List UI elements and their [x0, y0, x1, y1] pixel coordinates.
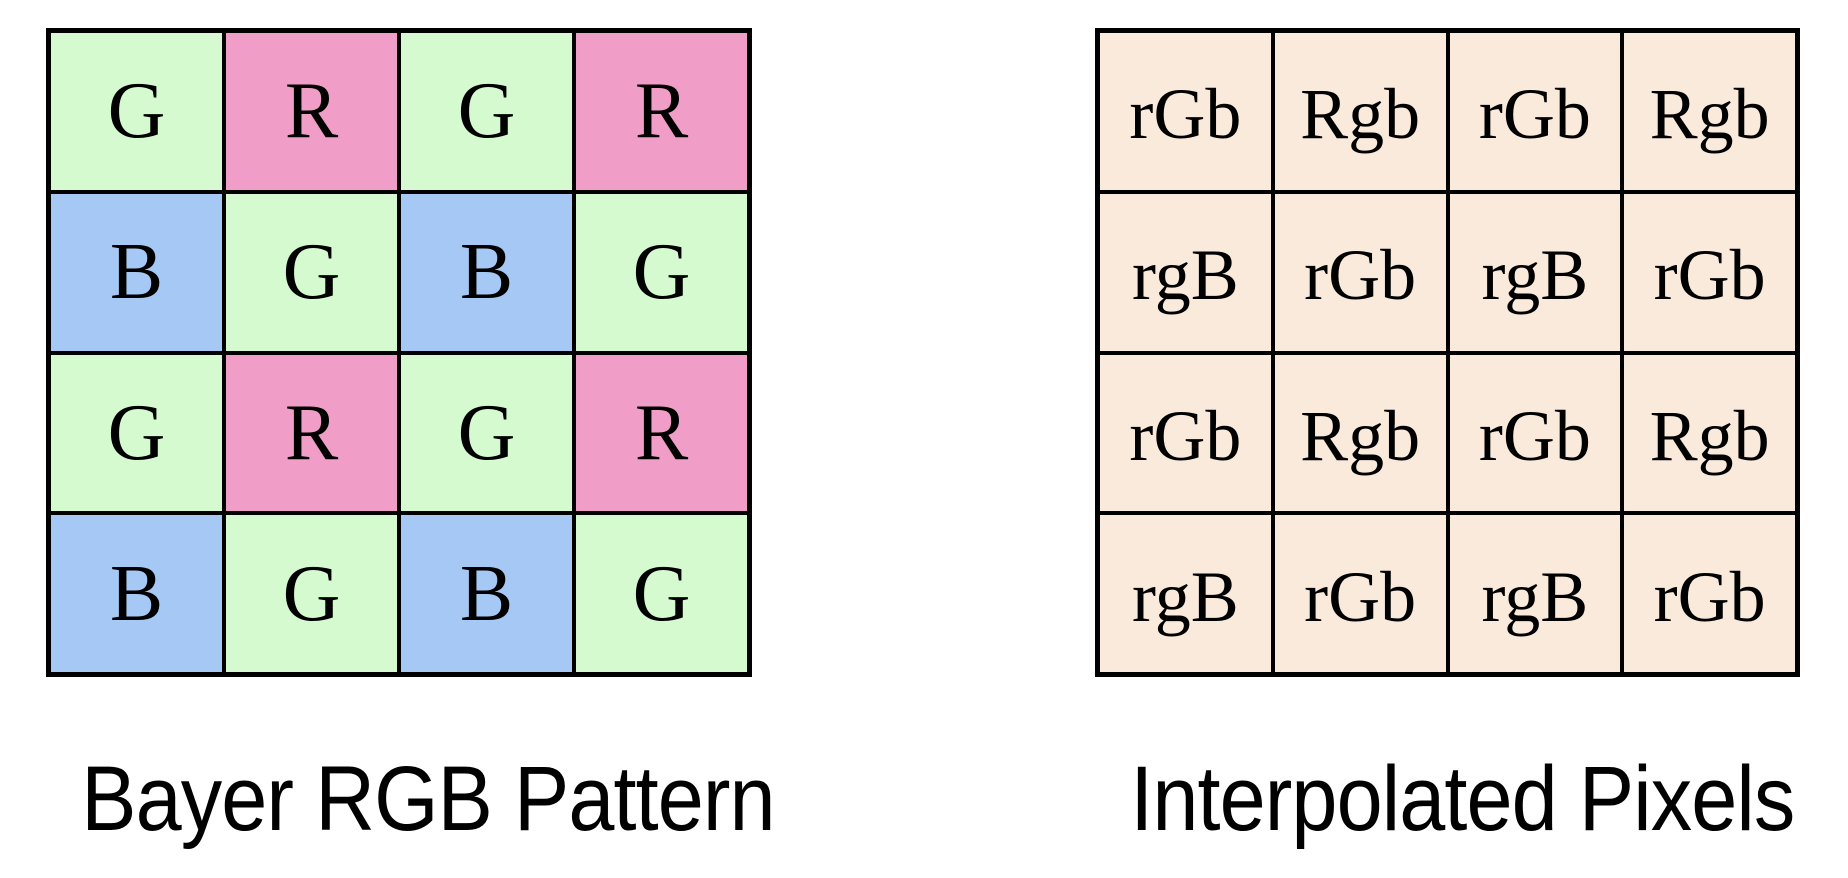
bayer-cell-r3c0: B [51, 515, 222, 672]
interpolated-cell-r1c3: rGb [1624, 193, 1795, 351]
bayer-cell-r2c1: R [226, 354, 397, 512]
bayer-cell-r1c2: B [401, 193, 572, 351]
interpolated-cell-r3c1: rGb [1274, 515, 1446, 672]
bayer-cell-r2c3: R [576, 354, 747, 512]
interpolated-cell-r3c0: rgB [1100, 515, 1271, 672]
bayer-cell-r1c0: B [51, 193, 222, 351]
interpolated-cell-r1c1: rGb [1274, 193, 1446, 351]
interpolated-cell-r3c2: rgB [1449, 515, 1621, 672]
interpolated-cell-r2c1: Rgb [1274, 354, 1446, 512]
interpolated-cell-r1c2: rgB [1449, 193, 1621, 351]
interpolated-cell-r2c2: rGb [1449, 354, 1621, 512]
interpolated-cell-r0c1: Rgb [1274, 33, 1446, 190]
bayer-cell-r3c3: G [576, 515, 747, 672]
bayer-cell-r0c3: R [576, 33, 747, 190]
bayer-cell-r0c0: G [51, 33, 222, 190]
bayer-grid-caption: Bayer RGB Pattern [81, 748, 775, 850]
interpolated-grid-caption: Interpolated Pixels [1130, 748, 1795, 850]
bayer-cell-r1c1: G [226, 193, 397, 351]
bayer-cell-r2c2: G [401, 354, 572, 512]
interpolated-cell-r0c2: rGb [1449, 33, 1621, 190]
bayer-cell-r1c3: G [576, 193, 747, 351]
bayer-cell-r3c2: B [401, 515, 572, 672]
interpolated-cell-r2c3: Rgb [1624, 354, 1795, 512]
bayer-cell-r3c1: G [226, 515, 397, 672]
interpolated-cell-r2c0: rGb [1100, 354, 1271, 512]
interpolated-cell-r0c3: Rgb [1624, 33, 1795, 190]
bayer-cell-r0c2: G [401, 33, 572, 190]
interpolated-cell-r3c3: rGb [1624, 515, 1795, 672]
interpolated-cell-r0c0: rGb [1100, 33, 1271, 190]
bayer-cell-r0c1: R [226, 33, 397, 190]
bayer-cell-r2c0: G [51, 354, 222, 512]
interpolated-cell-r1c0: rgB [1100, 193, 1271, 351]
